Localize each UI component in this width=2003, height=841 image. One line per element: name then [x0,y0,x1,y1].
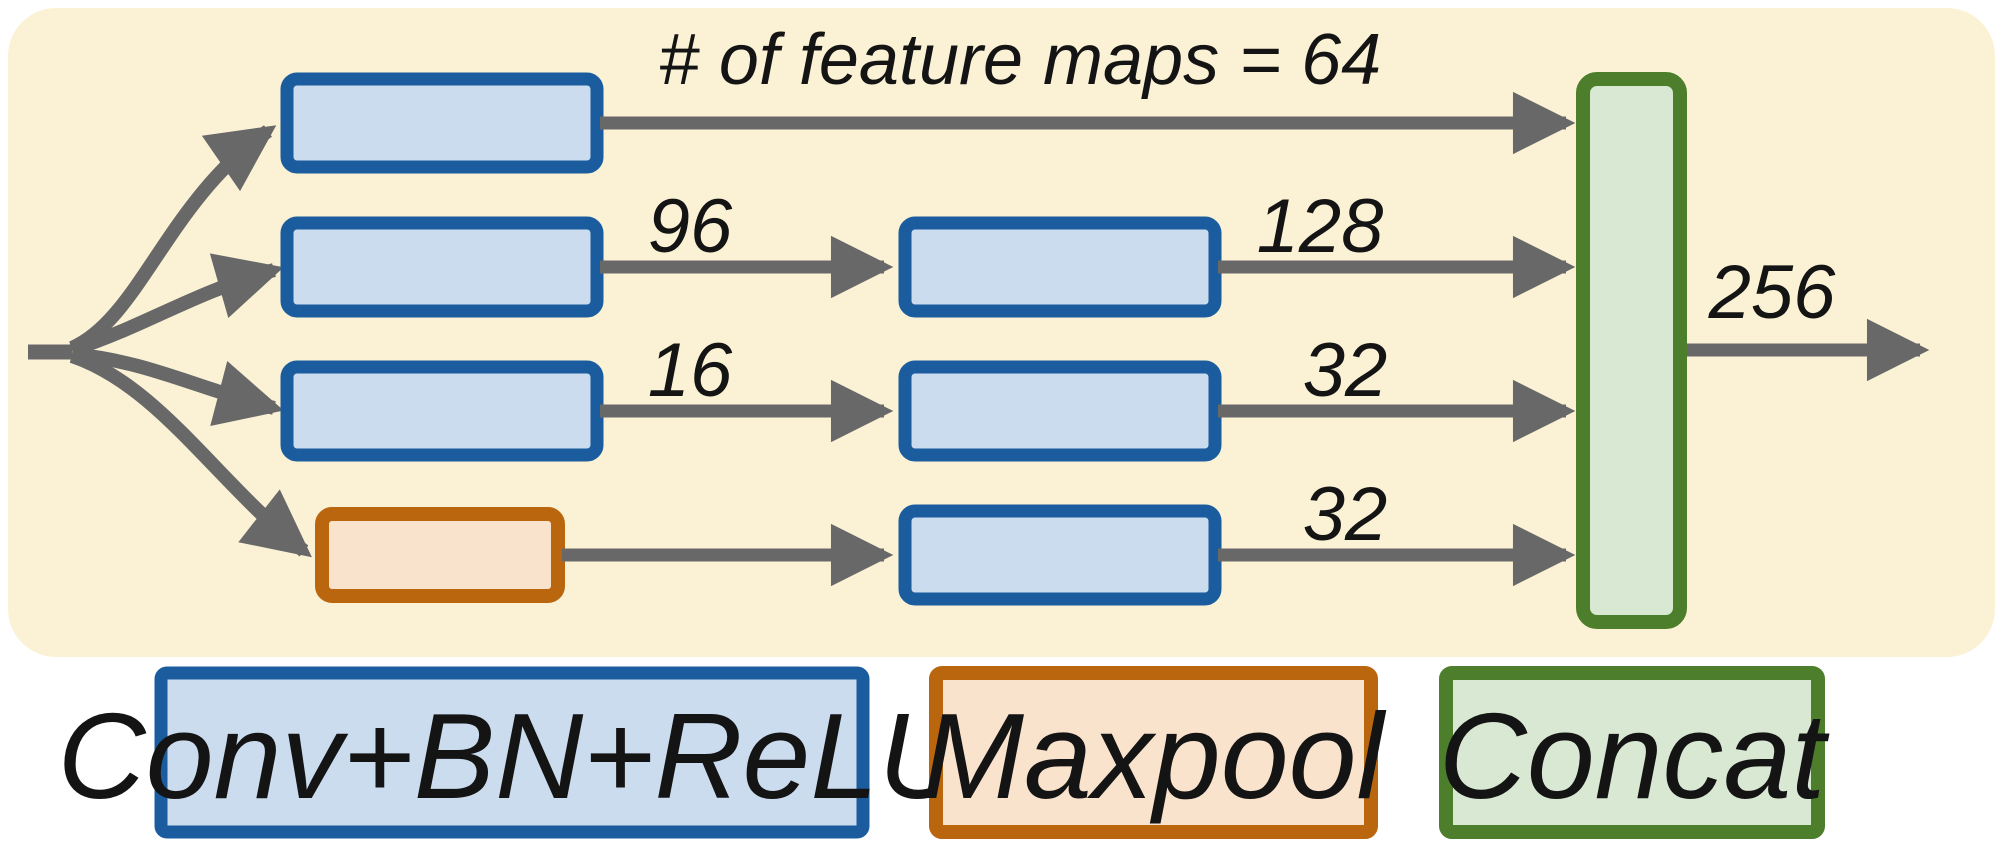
legend-concat-label: Concat [1439,688,1831,824]
feature-maps-title: # of feature maps = 64 [659,20,1381,100]
concat-box [1576,72,1687,629]
conv-box-branch3-b [898,360,1222,462]
legend-maxpool-label: Maxpool [922,688,1386,824]
label-branch3-out: 32 [1303,328,1388,413]
legend: Conv+BN+ReLU Maxpool Concat [58,666,1831,839]
fanout-arrow-branch2 [69,253,284,357]
label-branch3-mid: 16 [648,328,733,413]
maxpool-box-branch4 [315,507,565,603]
conv-box-branch3-a [280,360,604,462]
label-branch2-mid: 96 [648,184,733,269]
label-output-count: 256 [1708,250,1837,335]
conv-box-branch4-b [898,504,1222,606]
fanout-arrow-branch1 [68,125,277,355]
conv-box-branch2-b [898,216,1222,318]
legend-concat-swatch [1439,666,1825,839]
legend-conv-label: Conv+BN+ReLU [58,688,968,824]
fanout-arrow-branch4 [69,349,312,558]
legend-maxpool-swatch [929,666,1378,839]
label-branch2-out: 128 [1257,184,1384,269]
legend-conv-swatch [154,666,870,839]
conv-box-branch2-a [280,216,604,318]
label-branch4-out: 32 [1303,472,1388,557]
conv-box-branch1 [280,72,604,174]
fanout-arrow-branch3 [71,347,284,427]
